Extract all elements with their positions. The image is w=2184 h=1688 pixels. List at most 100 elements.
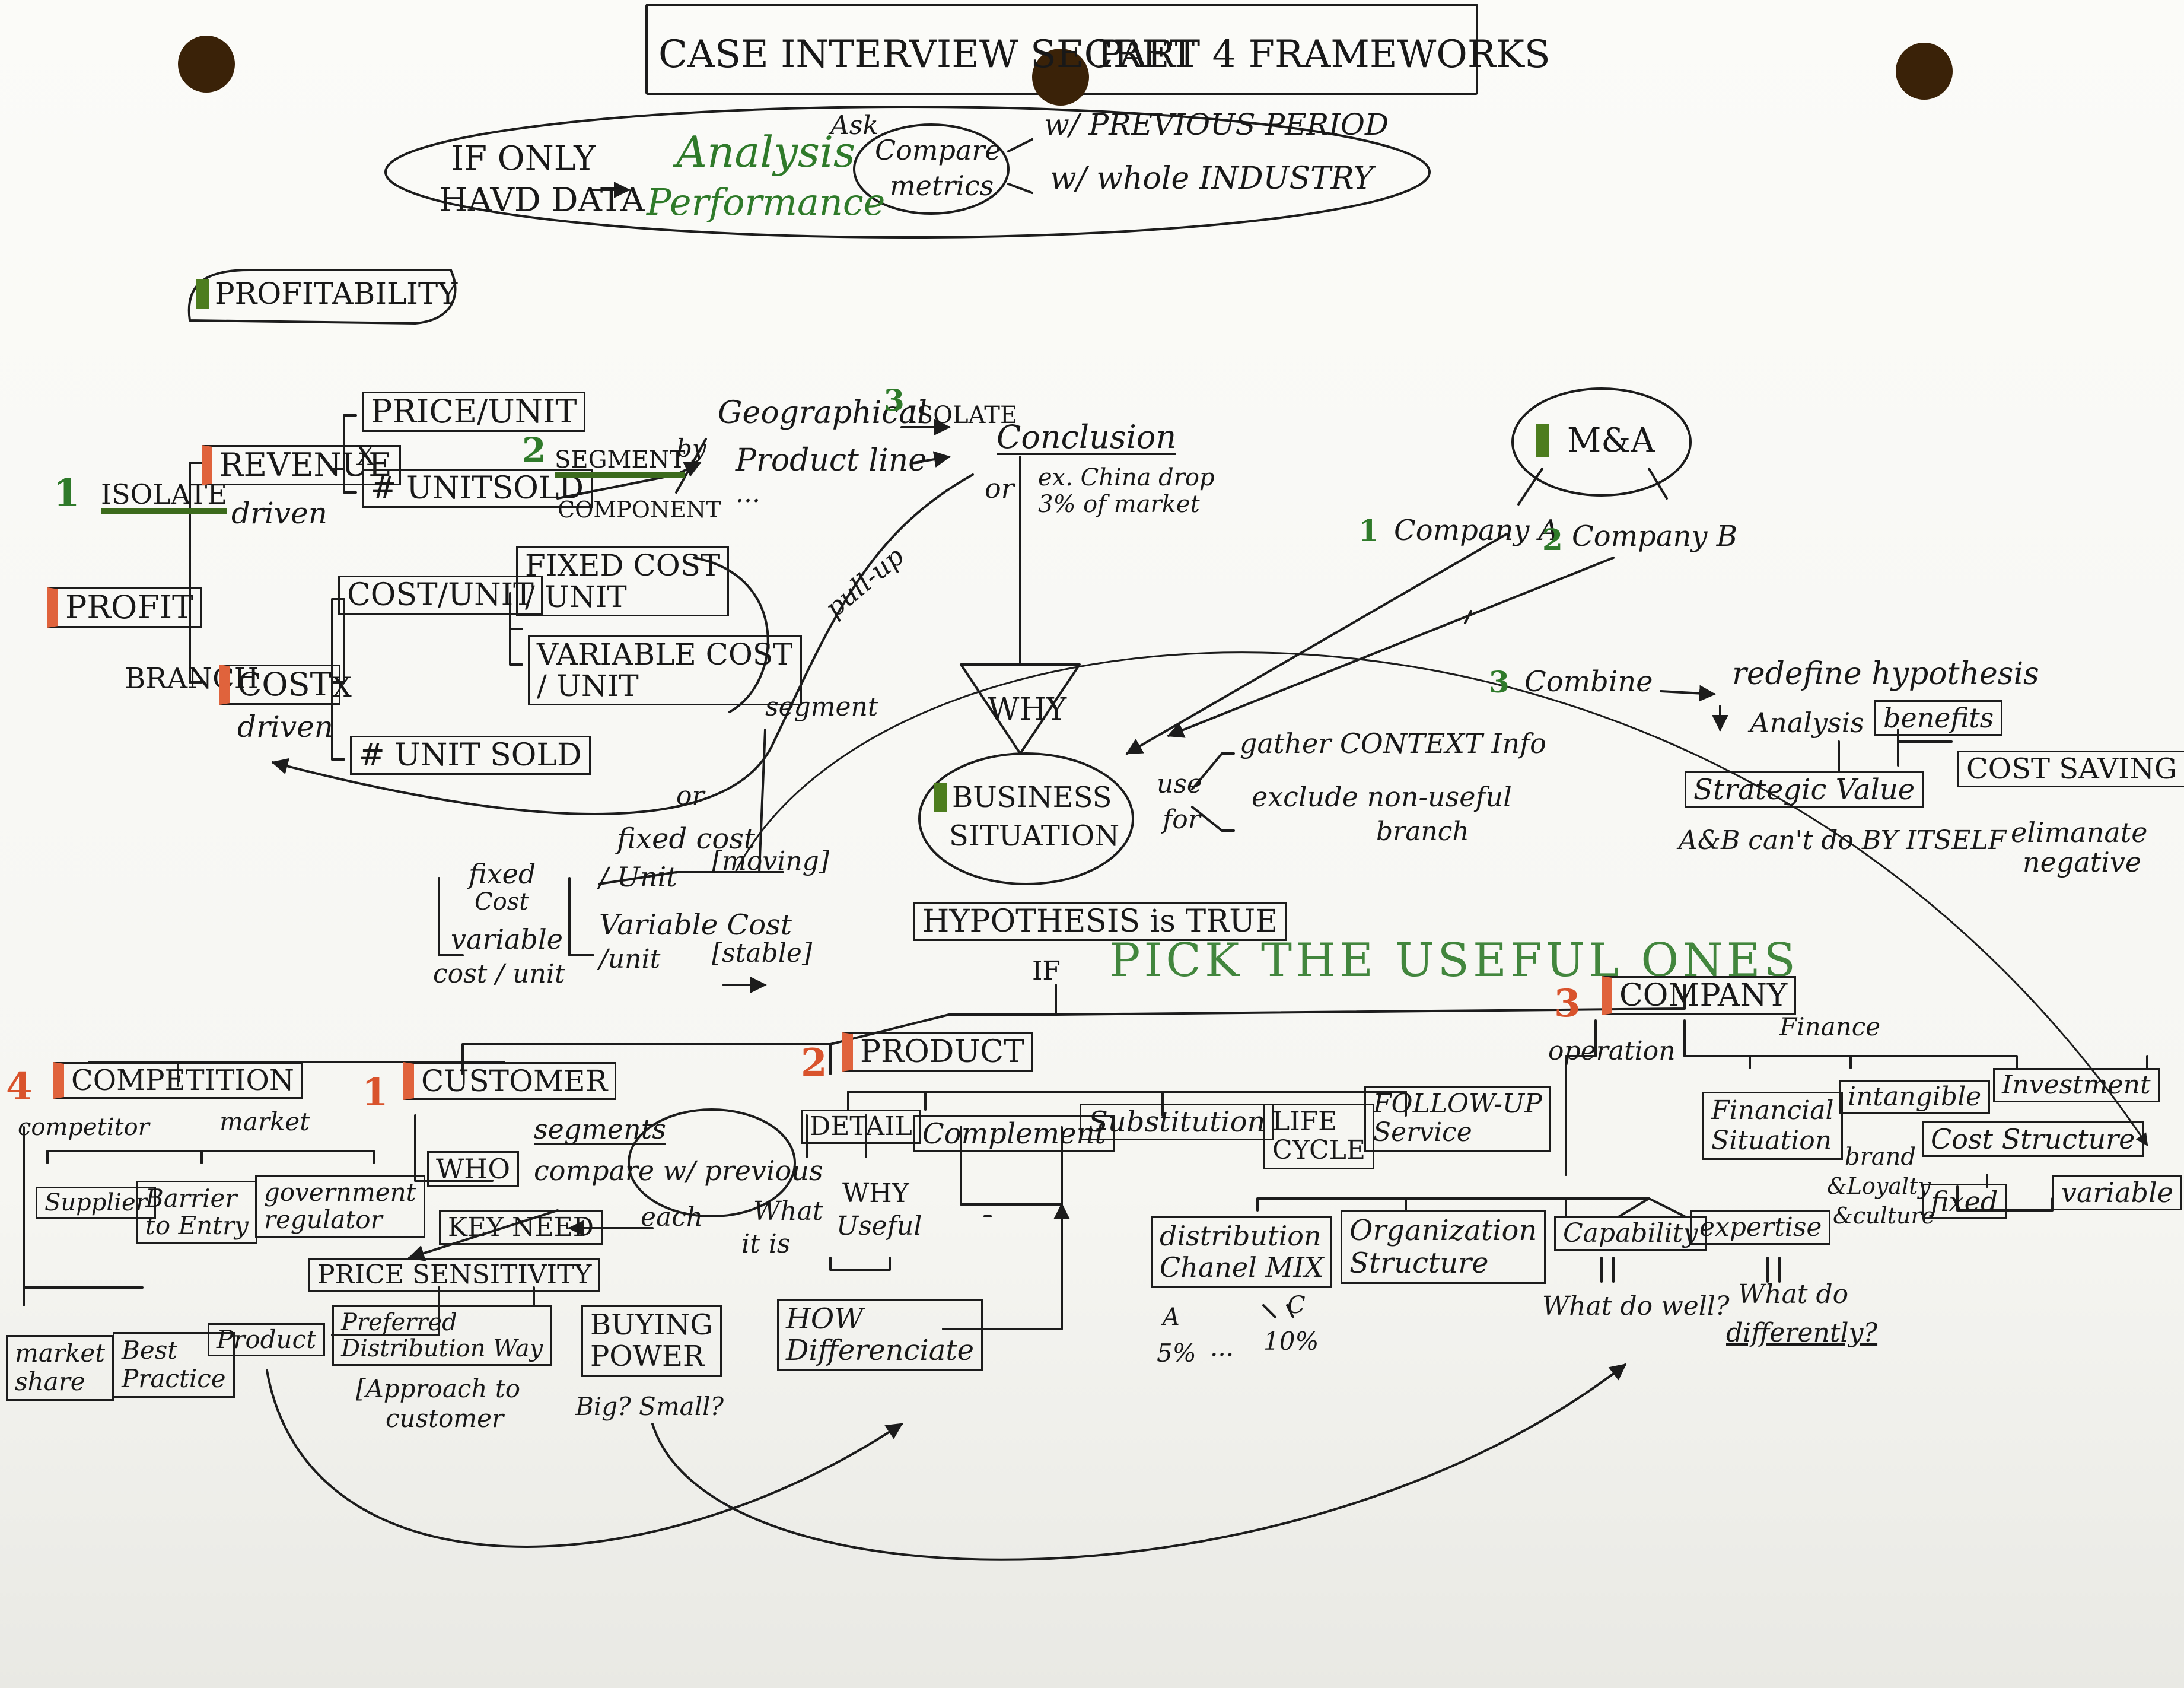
substitution-node: Substitution: [1080, 1104, 1275, 1140]
profitability-badge-outline: [187, 269, 457, 325]
segment-number: 2: [522, 430, 546, 471]
revenue-driven-text: driven: [231, 496, 327, 530]
barrier-line-1: Barrier: [145, 1184, 237, 1213]
approach-line-2: customer: [386, 1404, 504, 1433]
buying-power-node: BUYING POWER: [581, 1305, 722, 1377]
company-node: COMPANY: [1602, 976, 1797, 1015]
isolate2-number: 3: [884, 383, 905, 418]
if-text: IF: [1032, 956, 1061, 986]
exclude-line-1: exclude non-useful: [1252, 781, 1512, 813]
for-text: for: [1163, 805, 1201, 835]
big-small-text: Big? Small?: [575, 1392, 724, 1421]
what-line-1: What: [753, 1196, 823, 1226]
best-practice-line-1: Best: [122, 1336, 178, 1365]
cost-saving-node: COST SAVING: [1957, 751, 2184, 787]
buying-line-2: POWER: [590, 1339, 705, 1373]
whole-industry-text: w/ whole INDUSTRY: [1050, 161, 1374, 196]
life-cycle-node: LIFE CYCLE: [1263, 1104, 1374, 1169]
or-text: or: [985, 472, 1014, 504]
cost-structure-node: Cost Structure: [1922, 1121, 2144, 1157]
competitor-text: competitor: [18, 1114, 149, 1141]
punch-hole-right: [1896, 43, 1953, 100]
what-do-line-1: What do: [1738, 1279, 1849, 1309]
use-text: use: [1157, 769, 1202, 799]
conclusion-text: Conclusion: [997, 418, 1177, 456]
page-title-right: PART 4 FRAMEWORKS: [1097, 33, 1551, 77]
capability-node: Capability: [1554, 1216, 1707, 1251]
barrier-line-2: to Entry: [145, 1211, 249, 1241]
if-only-text: IF ONLY: [451, 139, 596, 178]
benefits-node: benefits: [1874, 700, 2003, 736]
by-text: by: [676, 434, 706, 463]
follow-up-node: FOLLOW-UP Service: [1364, 1086, 1551, 1152]
brand-line-2: &Loyalty: [1827, 1173, 1931, 1199]
dist-a-label: A: [1163, 1304, 1180, 1331]
compare-previous-text: compare w/ previous: [534, 1155, 823, 1187]
page-title-left: CASE INTERVIEW SECRET: [658, 33, 1195, 77]
what-do-well-text: What do well?: [1542, 1291, 1730, 1321]
geographical-text: Geographical: [718, 395, 927, 431]
isolate-number: 1: [53, 471, 80, 516]
customer-node: CUSTOMER: [403, 1062, 617, 1100]
preferred-line-1: Preferred: [341, 1309, 457, 1336]
ellipsis-text: ...: [736, 478, 760, 508]
market-pct-text: 3% of market: [1038, 491, 1200, 518]
distribution-mix-node: distribution Chanel MIX: [1151, 1216, 1333, 1288]
life-cycle-line-1: LIFE: [1272, 1107, 1338, 1137]
fixed-cost-line-1: FIXED COST: [525, 548, 721, 583]
eliminate-line-2: negative: [2023, 846, 2142, 878]
hypothesis-node: HYPOTHESIS is TRUE: [913, 902, 1287, 941]
fixed-node: fixed: [1922, 1184, 2007, 1219]
cost-unit-node: COST/UNIT: [338, 576, 543, 615]
ask-text: Ask: [830, 110, 879, 141]
performance-text: Performance: [647, 180, 886, 224]
eliminate-line-1: elimanate: [2011, 816, 2148, 848]
why-line-1: WHY: [842, 1178, 909, 1209]
financial-line-1: Financial: [1711, 1095, 1834, 1126]
isolate-text: ISOLATE: [101, 481, 227, 514]
profitability-badge: PROFITABILITY: [196, 279, 457, 309]
branch-text: BRANCH: [125, 662, 259, 695]
variable-cost-line-1: VARIABLE COST: [537, 637, 793, 672]
competition-node: COMPETITION: [53, 1062, 303, 1099]
what-do-line-2: differently?: [1726, 1318, 1878, 1348]
operation-text: operation: [1548, 1036, 1676, 1066]
multiply-sign-1: X: [356, 440, 375, 472]
fixed-cost-right-2: / Unit: [599, 861, 677, 893]
financial-situation-node: Financial Situation: [1702, 1092, 1843, 1161]
barrier-node: Barrier to Entry: [136, 1181, 257, 1244]
business-situation-line-1: BUSINESS: [934, 783, 1112, 812]
best-practice-line-2: Practice: [122, 1364, 226, 1394]
cost-driven-text: driven: [237, 710, 333, 744]
how-line-2: Differenciate: [786, 1333, 975, 1367]
variable-small-text: variable: [451, 923, 563, 955]
best-practice-node: Best Practice: [113, 1332, 235, 1398]
market-share-node: market share: [6, 1335, 114, 1401]
government-node: government regulator: [255, 1175, 425, 1238]
variable-cost-right-1: Variable Cost: [599, 908, 792, 942]
segment-text: SEGMENT: [555, 448, 686, 478]
customer-number: 1: [362, 1070, 389, 1115]
strategic-value-node: Strategic Value: [1685, 771, 1924, 808]
moving-text: [moving]: [712, 846, 829, 876]
preferred-distribution-node: Preferred Distribution Way: [332, 1305, 552, 1366]
variable-cost-unit-node: VARIABLE COST / UNIT: [528, 635, 802, 705]
company-b-number: 2: [1542, 522, 1563, 557]
ab-cant-text: A&B can't do BY ITSELF: [1679, 825, 2007, 856]
component-text: COMPONENT: [558, 497, 721, 523]
redefine-hypothesis-text: redefine hypothesis: [1732, 656, 2039, 692]
each-text: each: [641, 1202, 703, 1232]
brand-line-3: &culture: [1833, 1203, 1935, 1229]
segment-label-text: segment: [765, 692, 878, 722]
company-number: 3: [1554, 981, 1581, 1026]
price-sensitivity-node: PRICE SENSITIVITY: [308, 1258, 601, 1292]
cost-node: COST: [219, 665, 340, 705]
punch-hole-left: [178, 36, 235, 93]
multiply-sign-2: X: [332, 671, 352, 703]
market-text: market: [219, 1107, 310, 1136]
cost-unit-small-text: cost / unit: [433, 959, 565, 989]
government-line-1: government: [264, 1178, 416, 1207]
dist-10-label: 10%: [1263, 1327, 1319, 1356]
what-line-2: it is: [741, 1229, 791, 1259]
fixed-cost-right-1: fixed cost: [617, 822, 756, 856]
